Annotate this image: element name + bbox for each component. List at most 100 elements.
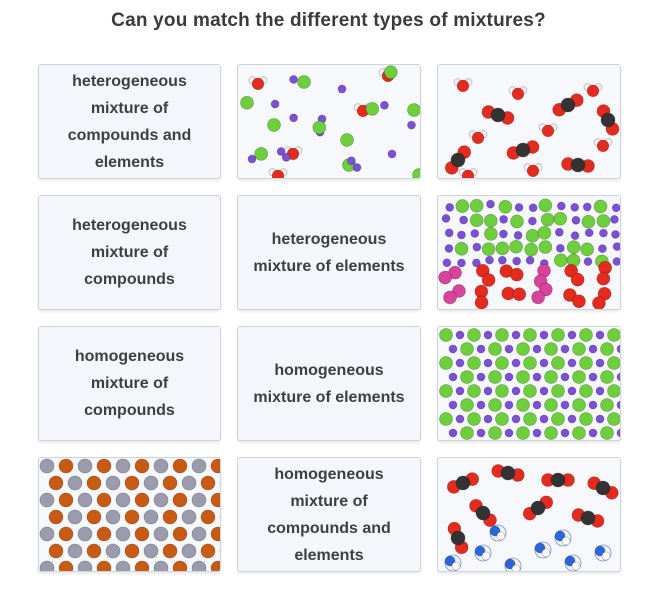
card-label: heterogeneous mixture of elements xyxy=(253,230,405,275)
particle xyxy=(595,330,605,340)
particle xyxy=(267,118,281,132)
particle xyxy=(58,526,74,542)
particle-image xyxy=(39,458,220,571)
particle xyxy=(504,428,514,438)
particle xyxy=(460,342,474,356)
particle xyxy=(352,163,362,172)
particle xyxy=(469,198,484,213)
particle xyxy=(407,103,420,117)
card-text-homo-elements[interactable]: homogeneous mixture of elements xyxy=(237,326,421,441)
particle xyxy=(537,226,552,240)
particle xyxy=(553,211,568,226)
particle xyxy=(525,228,540,243)
card-image-water-and-co2[interactable] xyxy=(437,64,621,179)
particle xyxy=(596,271,611,286)
particle xyxy=(115,492,131,508)
particle xyxy=(516,370,530,384)
particle xyxy=(153,526,169,542)
particle xyxy=(96,458,112,474)
particle-image xyxy=(240,65,420,178)
particle xyxy=(181,543,197,559)
particle xyxy=(460,398,474,412)
particle xyxy=(455,386,465,396)
particle xyxy=(532,344,542,354)
particle xyxy=(143,509,159,525)
particle xyxy=(472,258,481,268)
particle xyxy=(572,294,586,309)
card-label: heterogeneous mixture of compounds and e… xyxy=(67,72,192,171)
particle xyxy=(498,199,513,214)
particle xyxy=(483,330,493,340)
particle xyxy=(115,560,131,571)
card-text-hetero-elements[interactable]: heterogeneous mixture of elements xyxy=(237,195,421,310)
card-label: homogeneous mixture of compounds and ele… xyxy=(267,465,391,564)
particle xyxy=(471,131,485,145)
card-image-co2-and-blue[interactable] xyxy=(437,457,621,572)
particle xyxy=(459,215,469,225)
particle xyxy=(600,342,614,356)
card-text-hetero-compounds-elements[interactable]: heterogeneous mixture of compounds and e… xyxy=(38,64,221,179)
particle xyxy=(539,386,549,396)
particle xyxy=(105,509,121,525)
particle xyxy=(527,216,537,226)
particle xyxy=(153,492,169,508)
particle xyxy=(595,414,605,424)
particle xyxy=(539,414,549,424)
particle xyxy=(383,65,398,80)
particle xyxy=(504,372,514,382)
particle xyxy=(489,525,501,537)
particle xyxy=(495,356,509,370)
particle xyxy=(512,287,527,302)
particle xyxy=(523,356,537,370)
card-image-hetero-elements-diatomics[interactable] xyxy=(437,195,621,310)
card-text-hetero-compounds[interactable]: heterogeneous mixture of compounds xyxy=(38,195,221,310)
particle xyxy=(488,342,502,356)
particle xyxy=(496,531,506,541)
particle xyxy=(598,244,607,254)
particle xyxy=(499,229,508,239)
particle xyxy=(67,475,83,491)
particle xyxy=(472,242,482,252)
particle xyxy=(532,428,542,438)
particle xyxy=(442,258,452,268)
particle xyxy=(595,386,605,396)
card-image-homo-grey-orange[interactable] xyxy=(38,457,221,572)
particle xyxy=(607,384,620,398)
particle xyxy=(592,296,606,309)
particle xyxy=(616,372,620,382)
particle xyxy=(561,536,571,546)
particle xyxy=(497,255,507,265)
particle xyxy=(124,543,140,559)
particle xyxy=(544,342,558,356)
particle xyxy=(616,344,620,354)
particle xyxy=(455,414,465,424)
particle xyxy=(439,328,453,342)
particle xyxy=(612,257,620,266)
particle xyxy=(541,548,551,558)
particle xyxy=(481,551,491,561)
particle xyxy=(600,426,614,440)
particle xyxy=(532,400,542,410)
particle xyxy=(115,526,131,542)
particle xyxy=(570,202,580,212)
particle xyxy=(48,509,64,525)
particle xyxy=(39,526,55,542)
particle xyxy=(475,505,491,521)
particle xyxy=(457,230,466,240)
card-image-hetero-water-and-elements[interactable] xyxy=(237,64,421,179)
card-image-homo-green-purple[interactable] xyxy=(437,326,621,441)
particle xyxy=(445,202,455,212)
particle xyxy=(67,543,83,559)
particle xyxy=(588,428,598,438)
card-text-homo-compounds-elements[interactable]: homogeneous mixture of compounds and ele… xyxy=(237,457,421,572)
particle xyxy=(439,412,453,426)
particle xyxy=(515,142,531,158)
particle xyxy=(200,543,216,559)
particle xyxy=(595,480,611,496)
particle xyxy=(474,545,486,557)
particle xyxy=(528,203,538,213)
particle xyxy=(48,475,64,491)
card-text-homo-compounds[interactable]: homogeneous mixture of compounds xyxy=(38,326,221,441)
particle xyxy=(481,242,496,257)
